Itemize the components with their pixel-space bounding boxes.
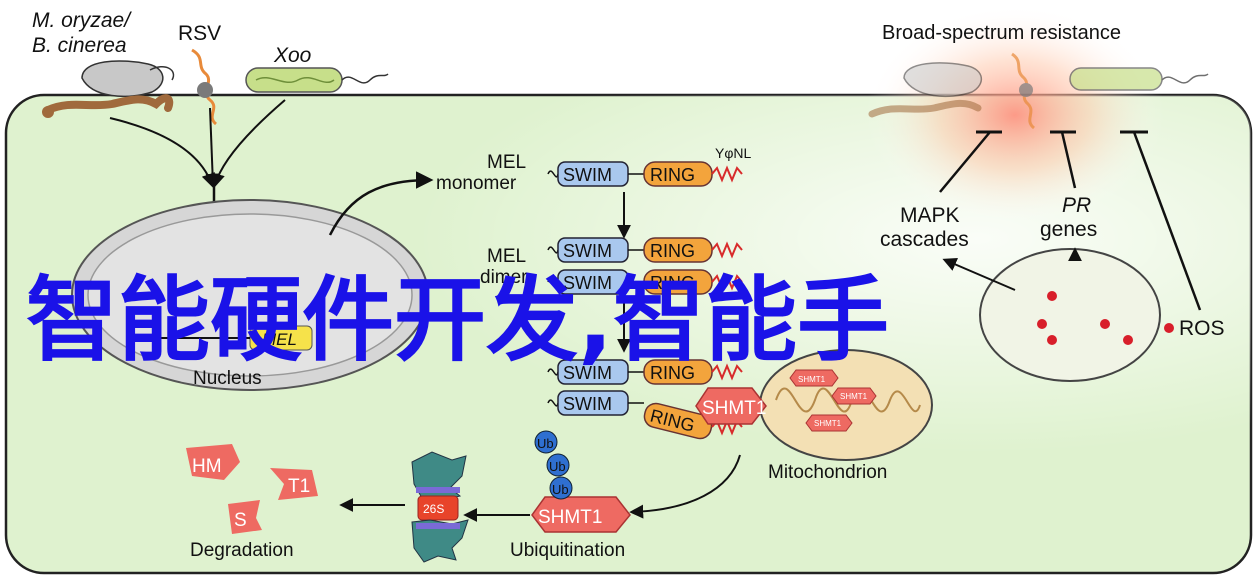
bacterium-icon-faded xyxy=(1069,67,1209,91)
nucleus-mel-box: MEL xyxy=(249,325,313,351)
fragment-s: S xyxy=(228,500,262,534)
ub-label-1: Ub xyxy=(537,436,554,451)
mapk-label-line1: MAPK xyxy=(900,204,960,227)
mel-dimer-label-line1: MEL xyxy=(487,246,526,267)
svg-text:HM: HM xyxy=(192,456,222,477)
svg-text:SHMT1: SHMT1 xyxy=(840,392,868,401)
watermark-text: 智能硬件开发,智能手 xyxy=(26,267,889,374)
fungi-label-line1: M. oryzae/ xyxy=(32,9,132,32)
swim-label: SWIM xyxy=(563,165,612,185)
swim-label: SWIM xyxy=(563,241,612,261)
c-terminal-tail xyxy=(711,165,743,183)
virus-icon-faded xyxy=(1011,52,1036,130)
mapk-label-line2: cascades xyxy=(880,228,969,251)
mel-dimer-label-line2: dimer xyxy=(480,267,528,288)
mitochondrion-label: Mitochondrion xyxy=(768,462,887,483)
ros-dot-icon xyxy=(1164,323,1174,333)
virus-label: RSV xyxy=(178,22,221,45)
c-terminal-tail xyxy=(711,363,743,381)
fragment-t1: T1 xyxy=(270,468,318,500)
resistance-glow xyxy=(865,5,1165,225)
fungus-icon-faded xyxy=(868,62,982,118)
mel-monomer-label-line2: monomer xyxy=(436,173,517,194)
degradation-label: Degradation xyxy=(190,540,294,561)
shmt1-mito: SHMT1 xyxy=(695,387,767,425)
ring-label: RING xyxy=(650,273,695,293)
fungi-label-line2: B. cinerea xyxy=(32,34,127,57)
ring-domain xyxy=(643,402,713,440)
shmt1-mito-label: SHMT1 xyxy=(702,398,766,419)
svg-text:S: S xyxy=(234,510,247,531)
c-terminal-tail xyxy=(711,241,743,259)
ub-label-3: Ub xyxy=(552,482,569,497)
ros-organelle xyxy=(979,248,1161,382)
motif-label: YφNL xyxy=(715,145,752,161)
ub-label-2: Ub xyxy=(549,459,566,474)
swim-label: SWIM xyxy=(563,273,612,293)
fungus-icon xyxy=(42,60,175,118)
svg-text:SHMT1: SHMT1 xyxy=(814,419,842,428)
shmt1-ub-label: SHMT1 xyxy=(538,507,602,528)
fragment-hm: HM xyxy=(186,444,240,480)
mel-protein-row: SWIM RING xyxy=(547,161,743,187)
shmt1-ubiquitinated: SHMT1 xyxy=(531,496,631,533)
svg-text:SHMT1: SHMT1 xyxy=(798,375,826,384)
proteasome-26s: 26S xyxy=(411,451,469,563)
mito-shmt1-small-1: SHMT1 xyxy=(789,369,839,387)
pr-label-line1: PR xyxy=(1062,194,1091,217)
mito-shmt1-small-3: SHMT1 xyxy=(805,414,853,432)
mito-shmt1-small-2: SHMT1 xyxy=(831,387,877,405)
proteasome-label: 26S xyxy=(423,502,444,516)
nucleus-mel-label: MEL xyxy=(262,330,297,349)
mel-monomer-label-line1: MEL xyxy=(487,152,526,173)
ubiquitin-chain: Ub Ub Ub xyxy=(534,430,573,500)
virus-icon xyxy=(191,48,218,126)
c-terminal-tail xyxy=(711,273,743,291)
swim-label: SWIM xyxy=(563,394,612,414)
mel-protein-row: SWIM RING xyxy=(547,269,743,295)
pr-label-line2: genes xyxy=(1040,218,1097,241)
ring-label: RING xyxy=(650,363,695,383)
ubiquitination-label: Ubiquitination xyxy=(510,540,625,561)
ring-label: RING xyxy=(650,241,695,261)
bacterium-icon xyxy=(245,67,389,93)
ros-label: ROS xyxy=(1179,317,1225,340)
resistance-title: Broad-spectrum resistance xyxy=(882,22,1121,44)
swim-label: SWIM xyxy=(563,363,612,383)
mel-protein-row: SWIM RING xyxy=(547,237,743,263)
svg-text:T1: T1 xyxy=(288,476,310,497)
bacterium-label: Xoo xyxy=(273,44,312,67)
mel-protein-row: SWIM RING xyxy=(547,359,743,385)
ring-label: RING xyxy=(650,165,695,185)
nucleus-label: Nucleus xyxy=(193,368,262,389)
